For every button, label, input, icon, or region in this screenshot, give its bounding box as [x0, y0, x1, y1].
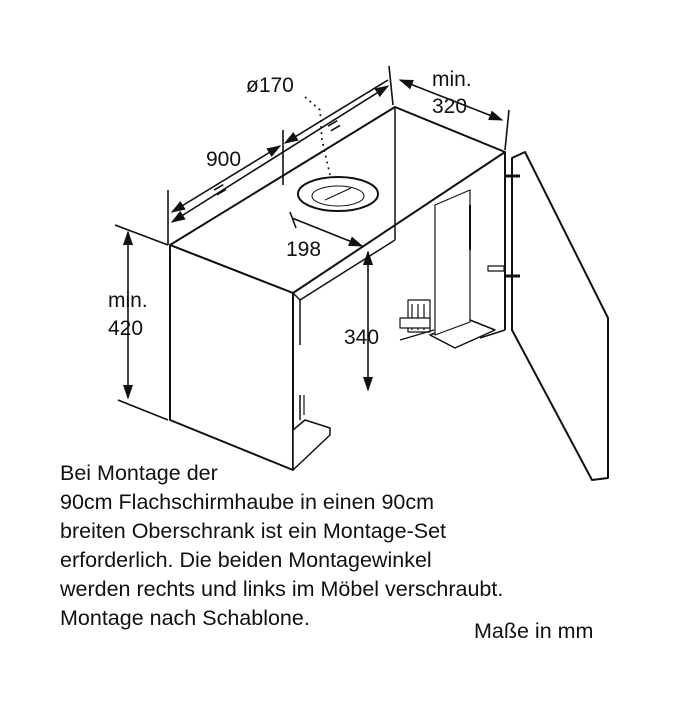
diameter-leader-line — [304, 96, 331, 176]
min-height-label-line2: 420 — [108, 317, 143, 340]
diameter-label: ø170 — [246, 74, 294, 97]
note-line: 90cm Flachschirmhaube in einen 90cm — [60, 490, 435, 514]
duct-offset-label: 198 — [286, 238, 321, 261]
min-depth-label-line2: 320 — [432, 95, 467, 118]
note-line: werden rechts und links im Möbel verschr… — [60, 577, 504, 601]
depth-dimension-line — [398, 79, 504, 121]
duct-offset-dimension-line — [291, 217, 364, 247]
width-label: 900 — [206, 148, 241, 171]
width-half-dimension-line — [170, 145, 282, 213]
cabinet-door — [505, 151, 609, 481]
note-line: breiten Oberschrank ist ein Montage-Set — [60, 519, 447, 543]
duct-opening — [297, 176, 379, 212]
width-half-left-label: = — [208, 175, 232, 203]
installation-note: Bei Montage der 90cm Flachschirmhaube in… — [60, 459, 660, 633]
cabinet-floor-strip — [292, 419, 331, 471]
upper-cabinet — [169, 106, 506, 471]
min-height-label-line1: min. — [108, 289, 148, 312]
note-line: erforderlich. Die beiden Montagewinkel — [60, 548, 432, 572]
units-label: Maße in mm — [474, 619, 594, 643]
inner-height-label: 340 — [344, 326, 379, 349]
note-line: Bei Montage der — [60, 461, 218, 485]
note-line: Montage nach Schablone. — [60, 606, 310, 630]
min-depth-label-line1: min. — [432, 68, 472, 91]
mounting-bracket-detail — [399, 299, 431, 333]
